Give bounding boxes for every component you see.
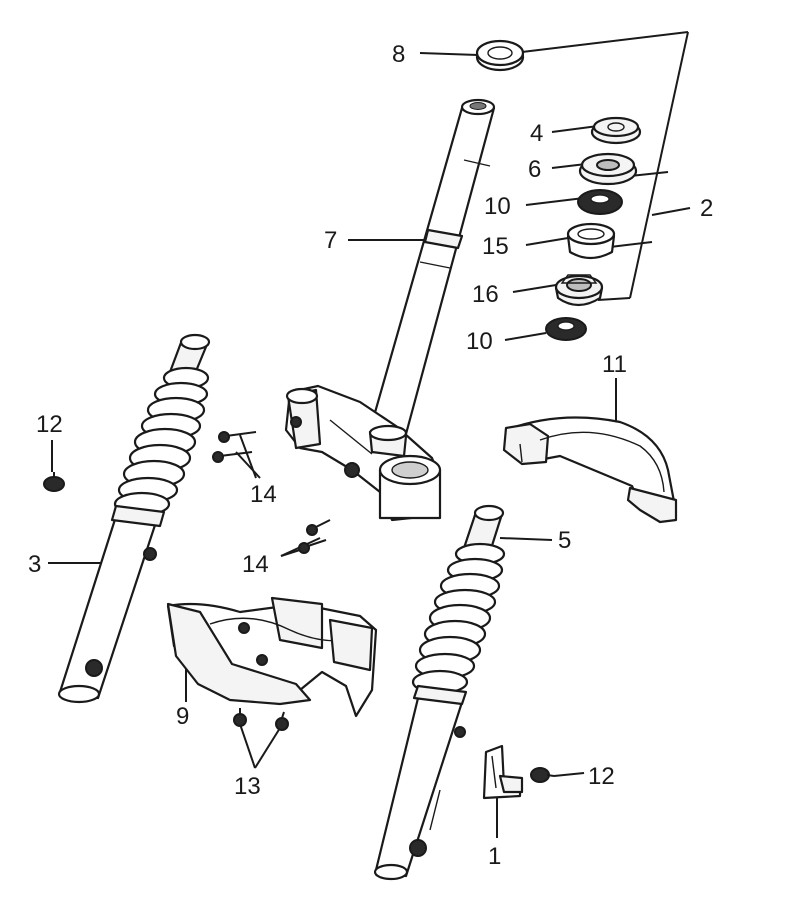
part-12-screw-left [43,472,65,492]
part-5-right-fork [373,504,506,881]
label-10-top: 10 [484,193,511,220]
callout-labels: 8 4 6 10 2 7 15 16 10 11 12 14 3 5 14 9 … [28,41,713,870]
label-14-upper: 14 [250,481,277,508]
part-1-clip-bracket [482,744,524,800]
label-1: 1 [488,843,501,870]
label-12-right: 12 [588,763,615,790]
part-4-lock-nut [590,116,642,145]
part-7-steering-stem [284,98,496,522]
part-11-cover [502,416,678,524]
label-10-bottom: 10 [466,328,493,355]
part-10-bearing-bottom [545,317,587,341]
label-6: 6 [528,156,541,183]
label-13: 13 [234,773,261,800]
label-4: 4 [530,120,543,147]
label-8: 8 [392,41,405,68]
left-fork-bellows [113,366,210,517]
part-15-bearing-cup [566,222,616,260]
label-9: 9 [176,703,189,730]
part-14-bolts-lower [298,519,331,554]
part-10-bearing-top [577,189,623,215]
part-3-left-fork [57,333,211,704]
part-6-cone-race [578,152,638,186]
label-14-lower: 14 [242,551,269,578]
part-14-bolts-upper [212,431,257,463]
right-fork-bellows [411,542,506,695]
label-2: 2 [700,195,713,222]
label-11: 11 [602,351,627,378]
label-7: 7 [324,227,337,254]
part-8-seal-ring [475,39,525,72]
label-16: 16 [472,281,499,308]
leader-lines [48,31,691,838]
part-12-screw-right [530,767,555,783]
part-16-lower-race [554,274,604,307]
part-13-screws [233,708,289,731]
part-9-bracket [166,596,378,718]
label-3: 3 [28,551,41,578]
label-15: 15 [482,233,509,260]
label-12-left: 12 [36,411,63,438]
label-5: 5 [558,527,571,554]
